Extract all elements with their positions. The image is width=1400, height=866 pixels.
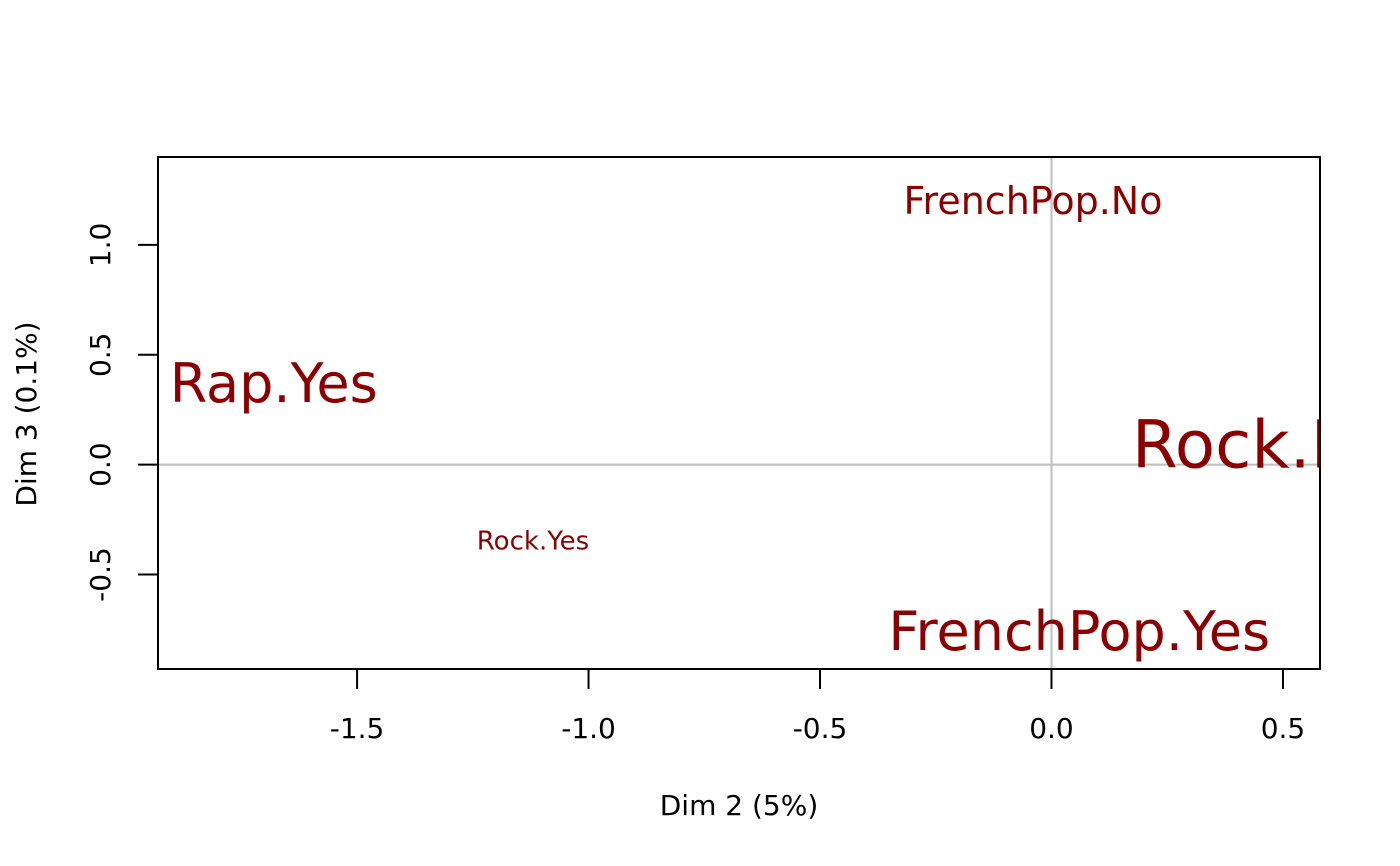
x-axis-label: Dim 2 (5%) [660, 789, 819, 822]
x-tick-label: -0.5 [793, 712, 848, 745]
y-tick-label: 1.0 [84, 223, 117, 268]
point-label: Rap.Yes [170, 352, 378, 415]
y-tick-label: 0.0 [84, 442, 117, 487]
x-tick-label: 0.5 [1261, 712, 1306, 745]
plot-frame [157, 156, 1321, 670]
x-tick-label: -1.5 [330, 712, 385, 745]
reference-lines [158, 157, 1320, 669]
y-tick-label: 0.5 [84, 333, 117, 378]
y-tick-label: -0.5 [84, 547, 117, 602]
y-axis: -0.5 0.0 0.5 1.0 [84, 223, 158, 602]
point-label: FrenchPop.No [903, 179, 1162, 223]
y-axis-label: Dim 3 (0.1%) [10, 321, 43, 506]
x-tick-label: -1.0 [561, 712, 616, 745]
point-label: Rock.Yes [477, 527, 589, 557]
x-axis: -1.5 -1.0 -0.5 0.0 0.5 [330, 669, 1305, 745]
x-tick-label: 0.0 [1029, 712, 1074, 745]
point-label: Rock.N [1132, 406, 1360, 483]
point-label: FrenchPop.Yes [888, 600, 1270, 663]
